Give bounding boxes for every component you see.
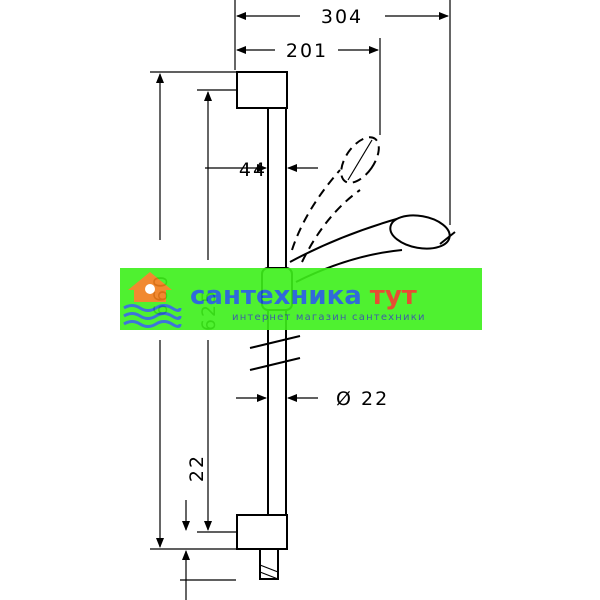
dimension-diameter: Ø 22 (236, 388, 389, 410)
watermark-subtitle: интернет магазин сантехники (232, 312, 426, 323)
hand-shower-tilted (291, 136, 380, 263)
dimension-22-label: 22 (186, 454, 208, 482)
dimension-22-bottom: 22 (180, 454, 236, 600)
dimension-304: 304 (234, 0, 451, 225)
wall-bar (236, 71, 288, 580)
house-waves-icon (123, 272, 182, 328)
dimension-201-label: 201 (286, 40, 328, 62)
dimension-diameter-label: Ø 22 (336, 388, 389, 410)
dimension-44-label: 44 (239, 159, 267, 181)
dimension-201: 201 (236, 38, 381, 135)
dimension-304-label: 304 (321, 6, 363, 28)
dimension-44: 44 (205, 159, 318, 181)
